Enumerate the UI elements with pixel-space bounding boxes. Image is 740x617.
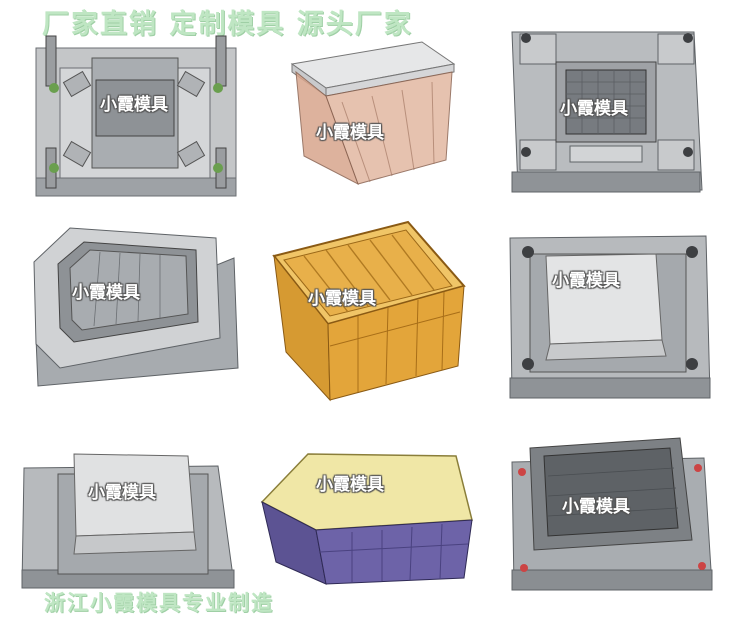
watermark: 小霞模具: [560, 99, 628, 119]
mold-fixed-half-image: 小霞模具: [30, 28, 242, 200]
watermark: 小霞模具: [100, 95, 168, 115]
bottom-banner: 浙江小霞模具专业制造: [44, 591, 274, 615]
watermark: 小霞模具: [88, 483, 156, 503]
crate-with-lid-image: 小霞模具: [282, 34, 462, 186]
orange-crate-image: 小霞模具: [268, 216, 468, 404]
watermark: 小霞模具: [552, 271, 620, 291]
mold-cavity-dark-image: 小霞模具: [508, 432, 716, 592]
watermark: 小霞模具: [72, 283, 140, 303]
top-banner: 厂家直销 定制模具 源头厂家: [42, 9, 413, 40]
watermark: 小霞模具: [316, 475, 384, 495]
mold-moving-half-image: 小霞模具: [508, 22, 704, 198]
mold-core-block-image: 小霞模具: [18, 446, 240, 592]
purple-crate-image: 小霞模具: [256, 452, 480, 586]
watermark: 小霞模具: [308, 289, 376, 309]
mold-core-angled-image: 小霞模具: [506, 232, 712, 400]
watermark: 小霞模具: [562, 497, 630, 517]
mold-cavity-angled-image: 小霞模具: [30, 218, 240, 390]
watermark: 小霞模具: [316, 123, 384, 143]
